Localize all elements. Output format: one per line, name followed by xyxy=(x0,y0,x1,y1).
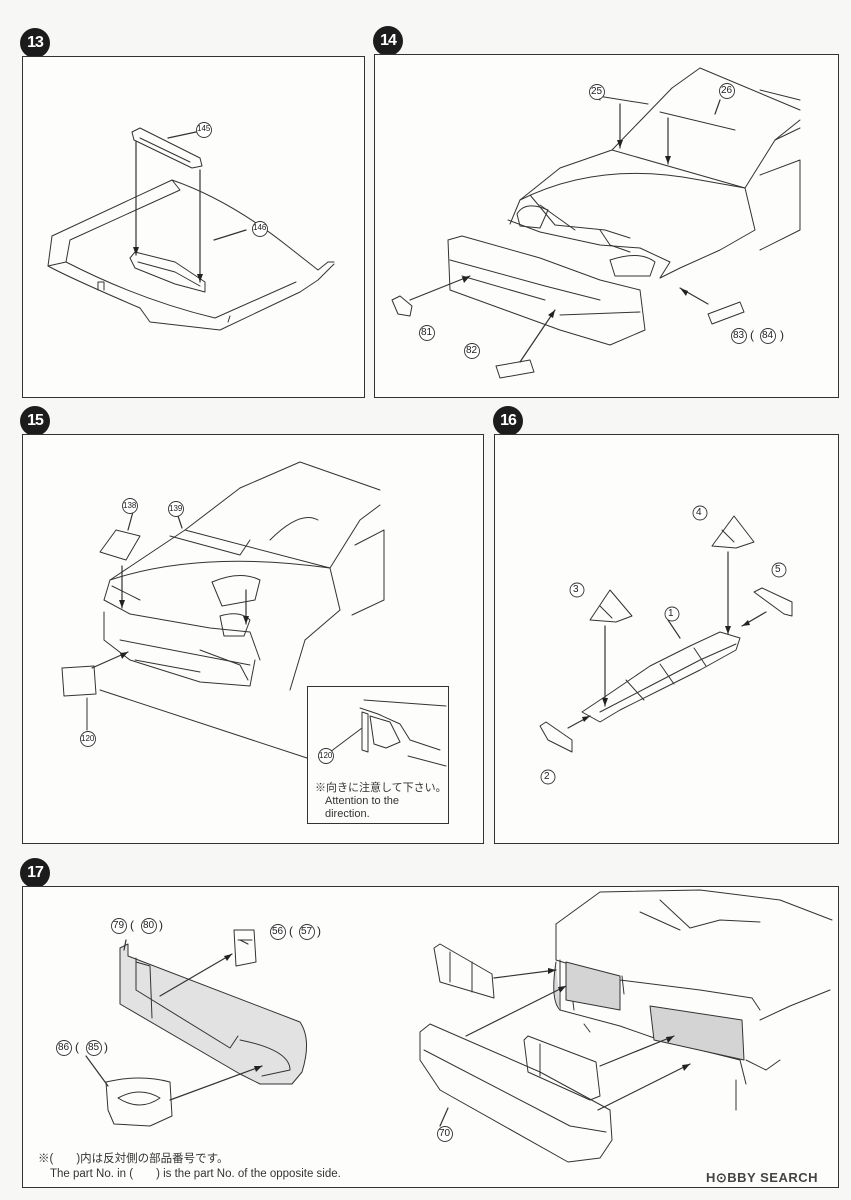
step-14-small-parts xyxy=(391,295,745,379)
part-label-84: 84 xyxy=(762,330,774,341)
part-label-57: 57 xyxy=(301,926,313,937)
direction-note-jp: ※向きに注意して下さい。 xyxy=(315,782,447,794)
step-13-panel xyxy=(22,56,365,398)
step-15-drawing xyxy=(61,461,385,759)
arrowheads xyxy=(119,140,750,1072)
step-14-panel xyxy=(374,54,839,398)
part-label-86: 86 xyxy=(58,1042,70,1053)
part-label-146: 146 xyxy=(253,223,267,232)
part-label-25: 25 xyxy=(591,86,603,97)
part-label-139: 139 xyxy=(169,504,183,513)
step-13-badge: 13 xyxy=(20,28,50,58)
part-label-80: 80 xyxy=(143,920,155,931)
direction-note-en-2: direction. xyxy=(325,808,370,820)
part-label-83: 83 xyxy=(733,330,745,341)
step-14-arrows xyxy=(409,95,721,363)
part-label-4: 4 xyxy=(696,507,702,518)
part-label-82: 82 xyxy=(466,345,478,356)
part-label-1: 1 xyxy=(668,608,674,619)
part-label-3: 3 xyxy=(573,584,579,595)
paren-open-57: ( xyxy=(289,924,293,938)
part-circles xyxy=(56,83,787,1142)
part-label-138: 138 xyxy=(123,501,137,510)
part-label-79: 79 xyxy=(113,920,125,931)
step-14-badge: 14 xyxy=(373,26,403,56)
paren-close-80: ) xyxy=(159,918,163,932)
step-17-drawing xyxy=(105,889,833,1163)
paren-open-80: ( xyxy=(130,918,134,932)
paren-open-85: ( xyxy=(75,1040,79,1054)
step-17-arrows xyxy=(85,939,691,1127)
part-label-56: 56 xyxy=(272,926,284,937)
step-13-drawing xyxy=(47,127,335,331)
step-14-drawing xyxy=(447,67,801,346)
footer-note-jp: ※( )内は反対側の部品番号です。 xyxy=(38,1153,229,1165)
part-label-81: 81 xyxy=(421,327,433,338)
part-label-26: 26 xyxy=(721,85,733,96)
part-label-120: 120 xyxy=(81,734,95,743)
paren-close-85: ) xyxy=(104,1040,108,1054)
footer-note-en: The part No. in ( ) is the part No. of t… xyxy=(50,1168,341,1180)
part-label-2: 2 xyxy=(544,771,550,782)
part-label-70: 70 xyxy=(439,1128,451,1139)
watermark: H⊙BBY SEARCH xyxy=(706,1170,818,1185)
part-label-5: 5 xyxy=(775,564,781,575)
step-13-arrows xyxy=(135,131,247,283)
paren-close-84: ) xyxy=(780,328,784,342)
paren-open-84: ( xyxy=(750,328,754,342)
step-15-badge: 15 xyxy=(20,406,50,436)
part-label-120-inset: 120 xyxy=(319,751,333,760)
direction-note-en-1: Attention to the xyxy=(325,795,399,807)
step-17-badge: 17 xyxy=(20,858,50,888)
part-label-145: 145 xyxy=(197,124,211,133)
step-16-drawing xyxy=(539,515,793,753)
part-label-85: 85 xyxy=(88,1042,100,1053)
step-15-inset-detail xyxy=(329,699,447,767)
step-16-badge: 16 xyxy=(493,406,523,436)
paren-close-57: ) xyxy=(317,924,321,938)
